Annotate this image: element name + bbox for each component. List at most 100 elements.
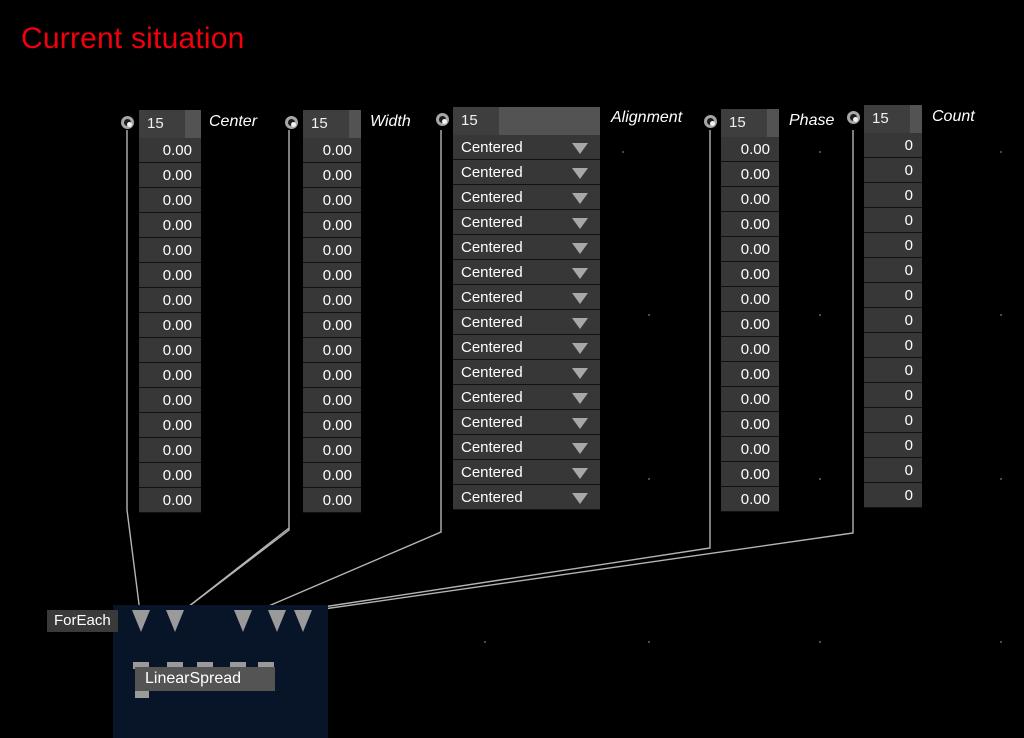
chevron-down-icon[interactable]: [572, 193, 588, 204]
cell[interactable]: 0: [864, 433, 922, 458]
node-linearspread[interactable]: LinearSpread: [135, 667, 275, 691]
spread-column-alignment[interactable]: 15 Centered Centered Centered Centered C…: [453, 107, 600, 510]
enum-cell[interactable]: Centered: [453, 335, 600, 360]
spread-column-width[interactable]: 15 0.00 0.00 0.00 0.00 0.00 0.00 0.00 0.…: [303, 110, 361, 513]
cell[interactable]: 0.00: [721, 212, 779, 237]
foreach-region-label[interactable]: ForEach: [47, 610, 118, 632]
chevron-down-icon[interactable]: [572, 493, 588, 504]
cell[interactable]: 0: [864, 458, 922, 483]
cell[interactable]: 0: [864, 383, 922, 408]
spread-pin-phase[interactable]: [704, 115, 717, 128]
node-input-pin-count[interactable]: [294, 610, 312, 632]
cell[interactable]: 0.00: [721, 162, 779, 187]
cell[interactable]: 0.00: [721, 387, 779, 412]
spread-pin-count[interactable]: [847, 111, 860, 124]
chevron-down-icon[interactable]: [572, 168, 588, 179]
node-input-pin-width[interactable]: [166, 610, 184, 632]
chevron-down-icon[interactable]: [572, 343, 588, 354]
enum-cell[interactable]: Centered: [453, 460, 600, 485]
cell[interactable]: 0.00: [303, 338, 361, 363]
cell[interactable]: 0.00: [139, 163, 201, 188]
node-input-pin-alignment[interactable]: [234, 610, 252, 632]
cell[interactable]: 0.00: [721, 362, 779, 387]
chevron-down-icon[interactable]: [572, 393, 588, 404]
cell[interactable]: 0.00: [303, 163, 361, 188]
cell[interactable]: 0: [864, 408, 922, 433]
cell[interactable]: 0.00: [721, 287, 779, 312]
cell[interactable]: 0.00: [721, 262, 779, 287]
enum-cell[interactable]: Centered: [453, 210, 600, 235]
cell[interactable]: 0: [864, 208, 922, 233]
enum-cell[interactable]: Centered: [453, 235, 600, 260]
cell[interactable]: 0.00: [721, 412, 779, 437]
spread-pin-width[interactable]: [285, 116, 298, 129]
spread-pin-center[interactable]: [121, 116, 134, 129]
cell[interactable]: 0.00: [721, 437, 779, 462]
cell[interactable]: 0.00: [303, 138, 361, 163]
cell[interactable]: 0.00: [139, 463, 201, 488]
spread-pin-alignment[interactable]: [436, 113, 449, 126]
cell[interactable]: 0: [864, 183, 922, 208]
cell[interactable]: 0.00: [721, 462, 779, 487]
cell[interactable]: 0.00: [721, 487, 779, 512]
chevron-down-icon[interactable]: [572, 218, 588, 229]
cell[interactable]: 0.00: [139, 238, 201, 263]
cell[interactable]: 0.00: [303, 363, 361, 388]
cell[interactable]: 0.00: [139, 188, 201, 213]
enum-cell[interactable]: Centered: [453, 185, 600, 210]
cell[interactable]: 0.00: [303, 288, 361, 313]
cell[interactable]: 0.00: [139, 313, 201, 338]
cell[interactable]: 0.00: [139, 488, 201, 513]
enum-cell[interactable]: Centered: [453, 410, 600, 435]
cell[interactable]: 0: [864, 233, 922, 258]
enum-cell[interactable]: Centered: [453, 260, 600, 285]
cell[interactable]: 0.00: [303, 413, 361, 438]
chevron-down-icon[interactable]: [572, 293, 588, 304]
cell[interactable]: 0.00: [139, 263, 201, 288]
node-slot-width[interactable]: [167, 662, 183, 669]
cell[interactable]: 0: [864, 483, 922, 508]
enum-cell[interactable]: Centered: [453, 435, 600, 460]
cell[interactable]: 0: [864, 258, 922, 283]
cell[interactable]: 0.00: [303, 388, 361, 413]
enum-cell[interactable]: Centered: [453, 160, 600, 185]
spread-column-count[interactable]: 15 0 0 0 0 0 0 0 0 0 0 0 0 0 0 0: [864, 105, 922, 508]
cell[interactable]: 0.00: [303, 263, 361, 288]
cell[interactable]: 0.00: [139, 413, 201, 438]
cell[interactable]: 0.00: [721, 337, 779, 362]
cell[interactable]: 0.00: [139, 388, 201, 413]
chevron-down-icon[interactable]: [572, 418, 588, 429]
cell[interactable]: 0.00: [139, 138, 201, 163]
node-slot-phase[interactable]: [230, 662, 246, 669]
cell[interactable]: 0.00: [721, 237, 779, 262]
cell[interactable]: 0.00: [139, 338, 201, 363]
node-slot-count[interactable]: [258, 662, 274, 669]
enum-cell[interactable]: Centered: [453, 285, 600, 310]
cell[interactable]: 0.00: [721, 312, 779, 337]
enum-cell[interactable]: Centered: [453, 310, 600, 335]
cell[interactable]: 0.00: [139, 363, 201, 388]
cell[interactable]: 0.00: [303, 188, 361, 213]
cell[interactable]: 0.00: [303, 438, 361, 463]
cell[interactable]: 0: [864, 308, 922, 333]
spread-column-phase[interactable]: 15 0.00 0.00 0.00 0.00 0.00 0.00 0.00 0.…: [721, 109, 779, 512]
chevron-down-icon[interactable]: [572, 318, 588, 329]
chevron-down-icon[interactable]: [572, 443, 588, 454]
chevron-down-icon[interactable]: [572, 243, 588, 254]
cell[interactable]: 0.00: [303, 238, 361, 263]
cell[interactable]: 0.00: [139, 288, 201, 313]
cell[interactable]: 0: [864, 283, 922, 308]
cell[interactable]: 0.00: [139, 213, 201, 238]
cell[interactable]: 0.00: [721, 187, 779, 212]
cell[interactable]: 0: [864, 358, 922, 383]
cell[interactable]: 0.00: [303, 213, 361, 238]
chevron-down-icon[interactable]: [572, 368, 588, 379]
node-input-pin-center[interactable]: [132, 610, 150, 632]
cell[interactable]: 0.00: [303, 488, 361, 513]
enum-cell[interactable]: Centered: [453, 360, 600, 385]
node-output-slot[interactable]: [135, 691, 149, 698]
cell[interactable]: 0.00: [139, 438, 201, 463]
enum-cell[interactable]: Centered: [453, 385, 600, 410]
cell[interactable]: 0.00: [303, 313, 361, 338]
